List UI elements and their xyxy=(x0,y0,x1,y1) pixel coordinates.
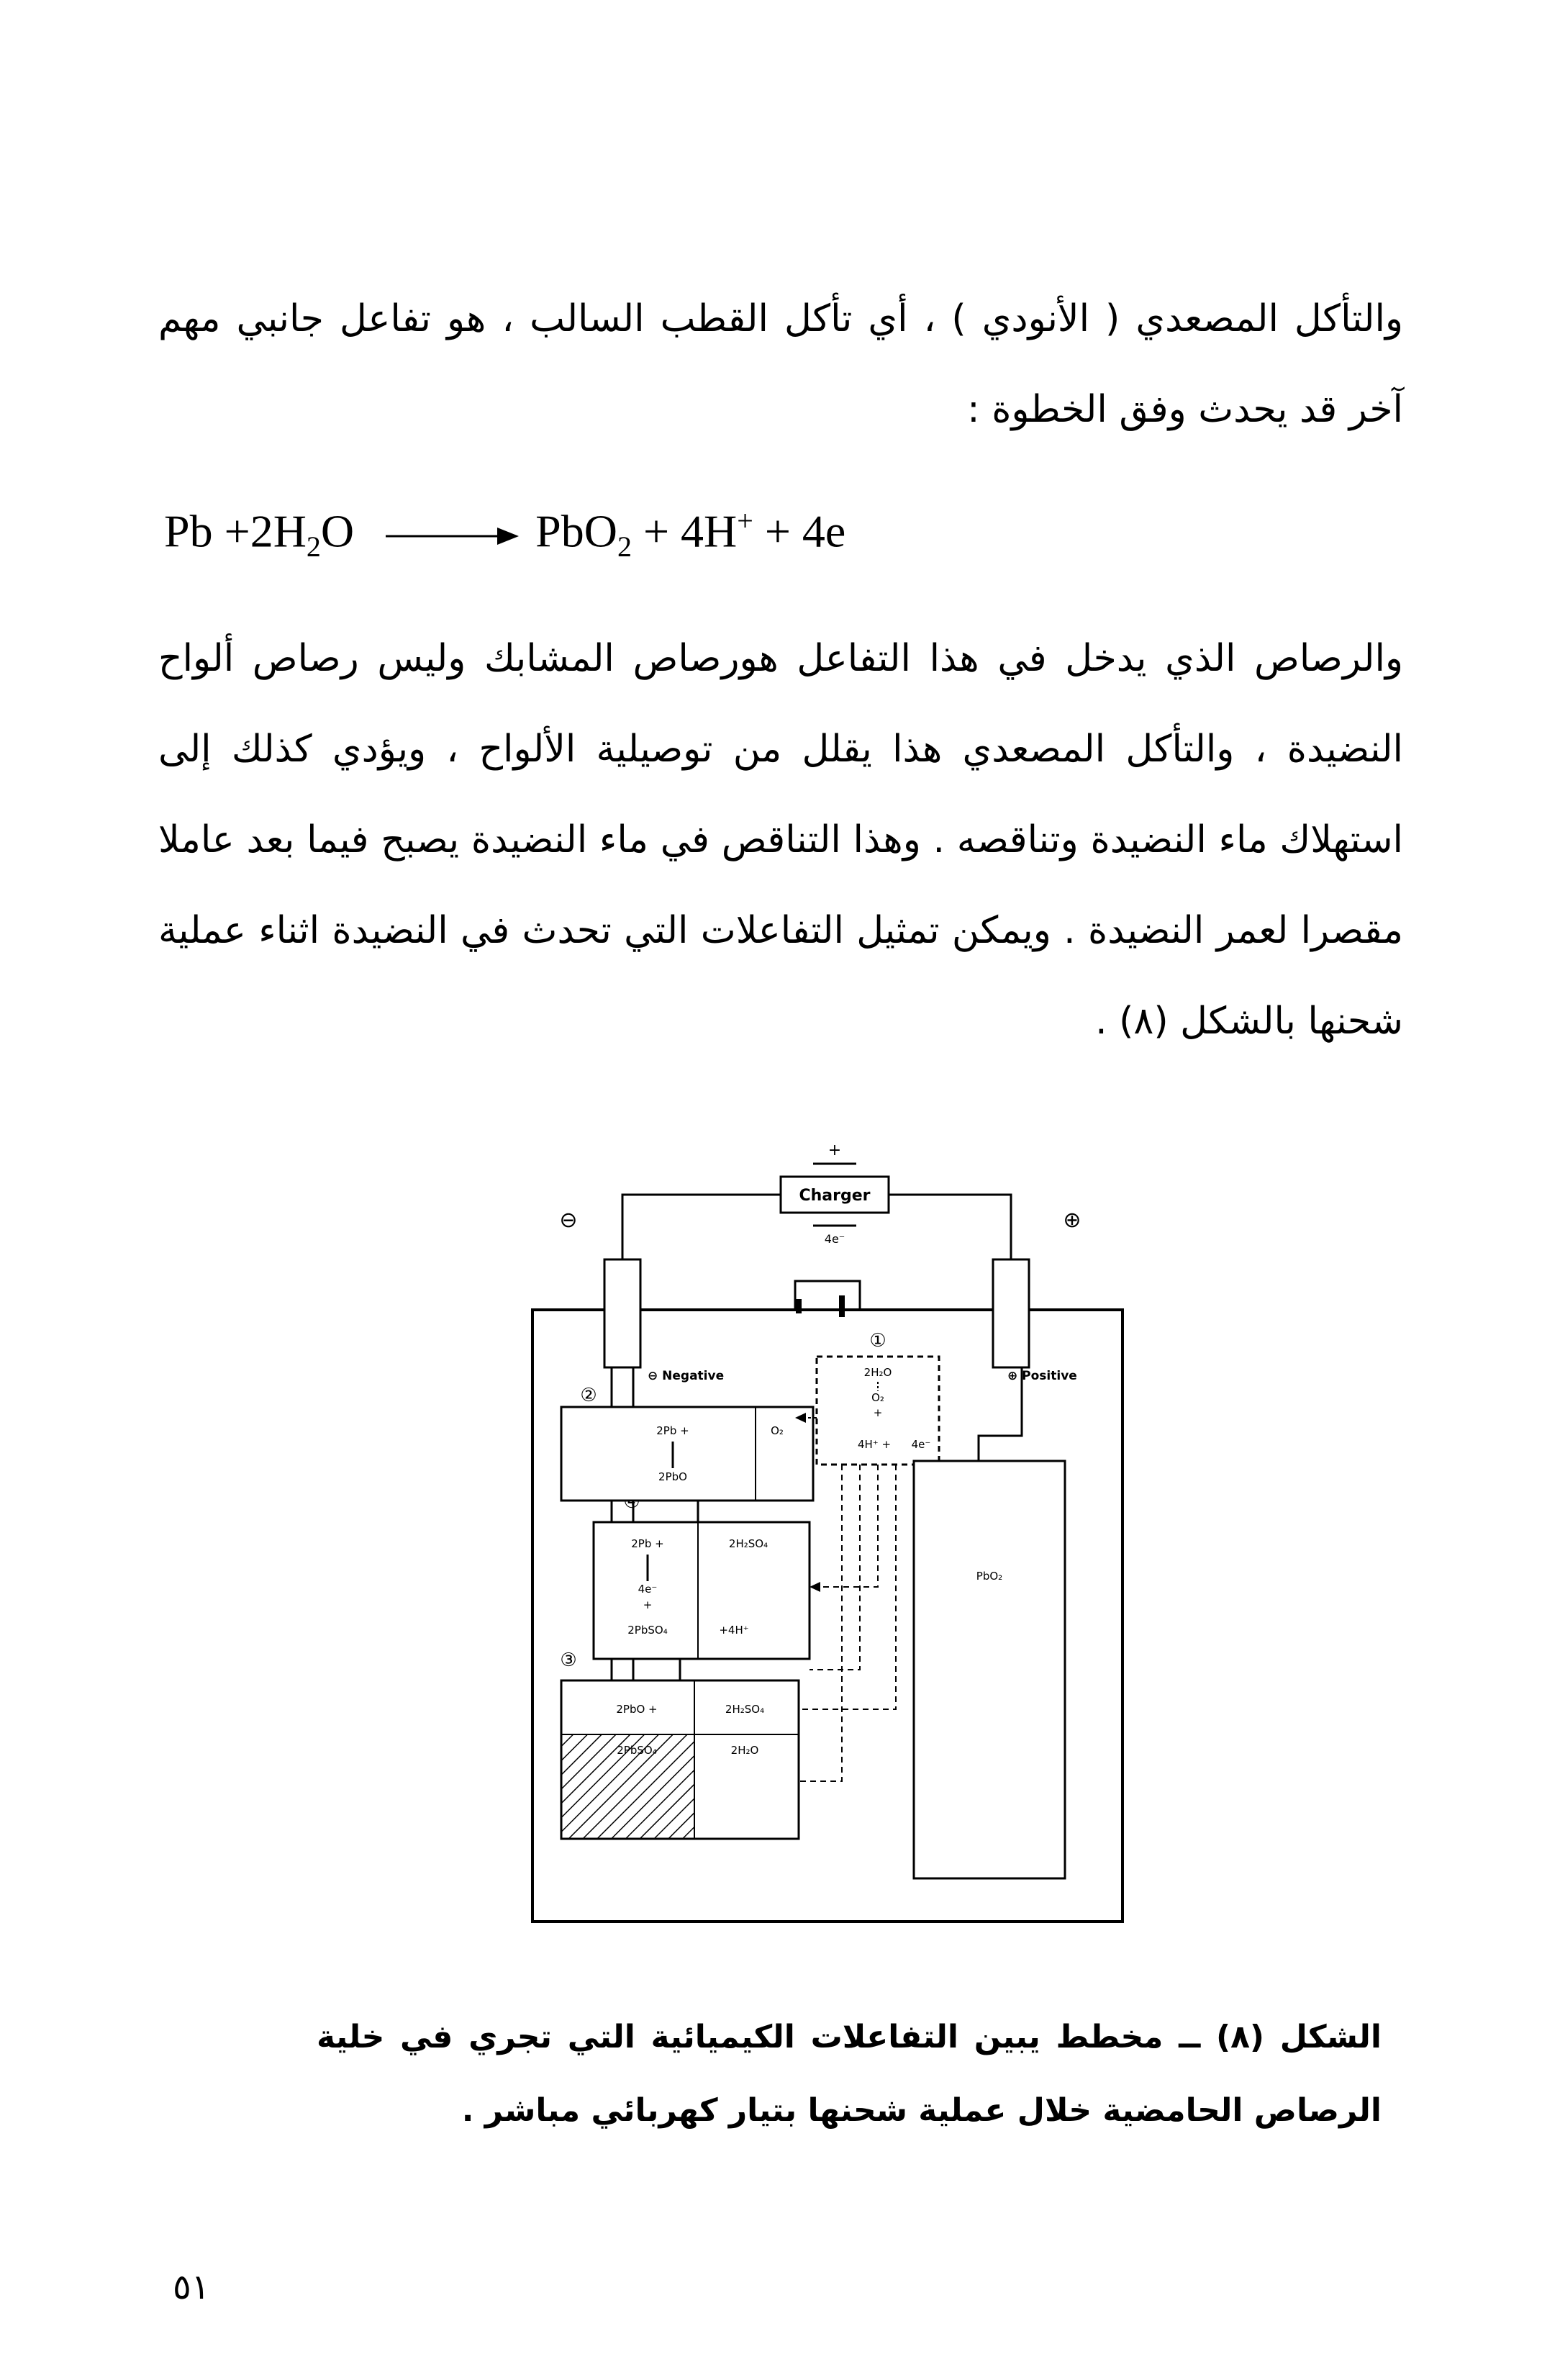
box3-text: + xyxy=(643,1598,653,1611)
step-2-marker: ② xyxy=(580,1385,597,1406)
reaction-arrow-icon xyxy=(386,527,520,545)
reaction-box-1 xyxy=(815,1355,940,1466)
eq-rhs-b: + 4H xyxy=(631,505,738,557)
box2-text: 2Pb + xyxy=(656,1424,689,1437)
box1-text: 4e⁻ xyxy=(912,1438,931,1451)
negative-terminal-icon: ⊖ xyxy=(559,1208,577,1233)
box1-text: 4H⁺ + xyxy=(858,1438,891,1451)
positive-plate-text: PbO₂ xyxy=(976,1570,1002,1583)
box4-text: 2H₂O xyxy=(731,1744,759,1757)
box3-text: +4H⁺ xyxy=(719,1624,748,1637)
chemical-equation: Pb +2H2O PbO2 + 4H+ + 4e xyxy=(164,504,845,564)
negative-plate-label: ⊖ Negative xyxy=(648,1369,724,1383)
eq-lhs-b: O xyxy=(320,505,355,557)
figure-caption: الشكل (٨) ــ مخطط يبين التفاعلات الكيميا… xyxy=(317,2019,1382,2129)
eq-rhs-sub: 2 xyxy=(617,530,632,564)
box4-text: 2H₂SO₄ xyxy=(725,1703,764,1716)
box3-text: 4e⁻ xyxy=(638,1583,658,1596)
positive-plate-label: ⊕ Positive xyxy=(1007,1369,1077,1383)
box4-text: 2PbO + xyxy=(616,1703,657,1716)
eq-rhs-c: + 4e xyxy=(753,505,846,557)
charger-plus: + xyxy=(828,1141,841,1159)
charger-label: Charger xyxy=(799,1187,870,1205)
box1-text: O₂ xyxy=(871,1391,884,1404)
eq-lhs-a: Pb +2H xyxy=(164,505,307,557)
box2-text: O₂ xyxy=(771,1424,784,1437)
reaction-box-3 xyxy=(592,1521,811,1660)
sulfate-hatched-area xyxy=(561,1734,694,1839)
box1-text: 2H₂O xyxy=(864,1366,892,1379)
positive-post xyxy=(992,1258,1030,1369)
eq-lhs-sub: 2 xyxy=(306,530,321,564)
box3-text: 2PbSO₄ xyxy=(627,1624,667,1637)
eq-rhs-a: PbO xyxy=(535,505,617,557)
charger-voltage: 4e⁻ xyxy=(825,1232,845,1246)
paragraph-lead-grid: والرصاص الذي يدخل في هذا التفاعل هورصاص … xyxy=(158,613,1403,1067)
box4-text: 2PbSO₄ xyxy=(617,1744,656,1757)
eq-rhs-sup: + xyxy=(737,504,753,537)
box1-text: + xyxy=(874,1406,883,1419)
charger-box xyxy=(779,1175,890,1214)
page-number: ٥١ xyxy=(173,2267,210,2307)
paragraph-anodic-corrosion: والتأكل المصعدي ( الأنودي ) ، أي تأكل ال… xyxy=(158,273,1403,455)
box3-text: 2H₂SO₄ xyxy=(729,1537,768,1550)
paragraph-text: والرصاص الذي يدخل في هذا التفاعل هورصاص … xyxy=(158,637,1403,1043)
battery-charging-diagram: Charger + 4e⁻ ⊖ ⊕ ⊖ Negative ⊕ Positive … xyxy=(531,1141,1124,1923)
negative-post xyxy=(603,1258,642,1369)
reaction-box-2 xyxy=(560,1406,815,1502)
paragraph-text: والتأكل المصعدي ( الأنودي ) ، أي تأكل ال… xyxy=(158,297,1403,431)
positive-plate xyxy=(912,1460,1066,1880)
box2-text: 2PbO xyxy=(658,1470,687,1483)
positive-terminal-icon: ⊕ xyxy=(1063,1208,1081,1233)
step-3-marker: ③ xyxy=(560,1650,576,1671)
step-1-marker: ① xyxy=(869,1330,886,1352)
vent-cap xyxy=(794,1280,861,1311)
box3-text: 2Pb + xyxy=(631,1537,663,1550)
